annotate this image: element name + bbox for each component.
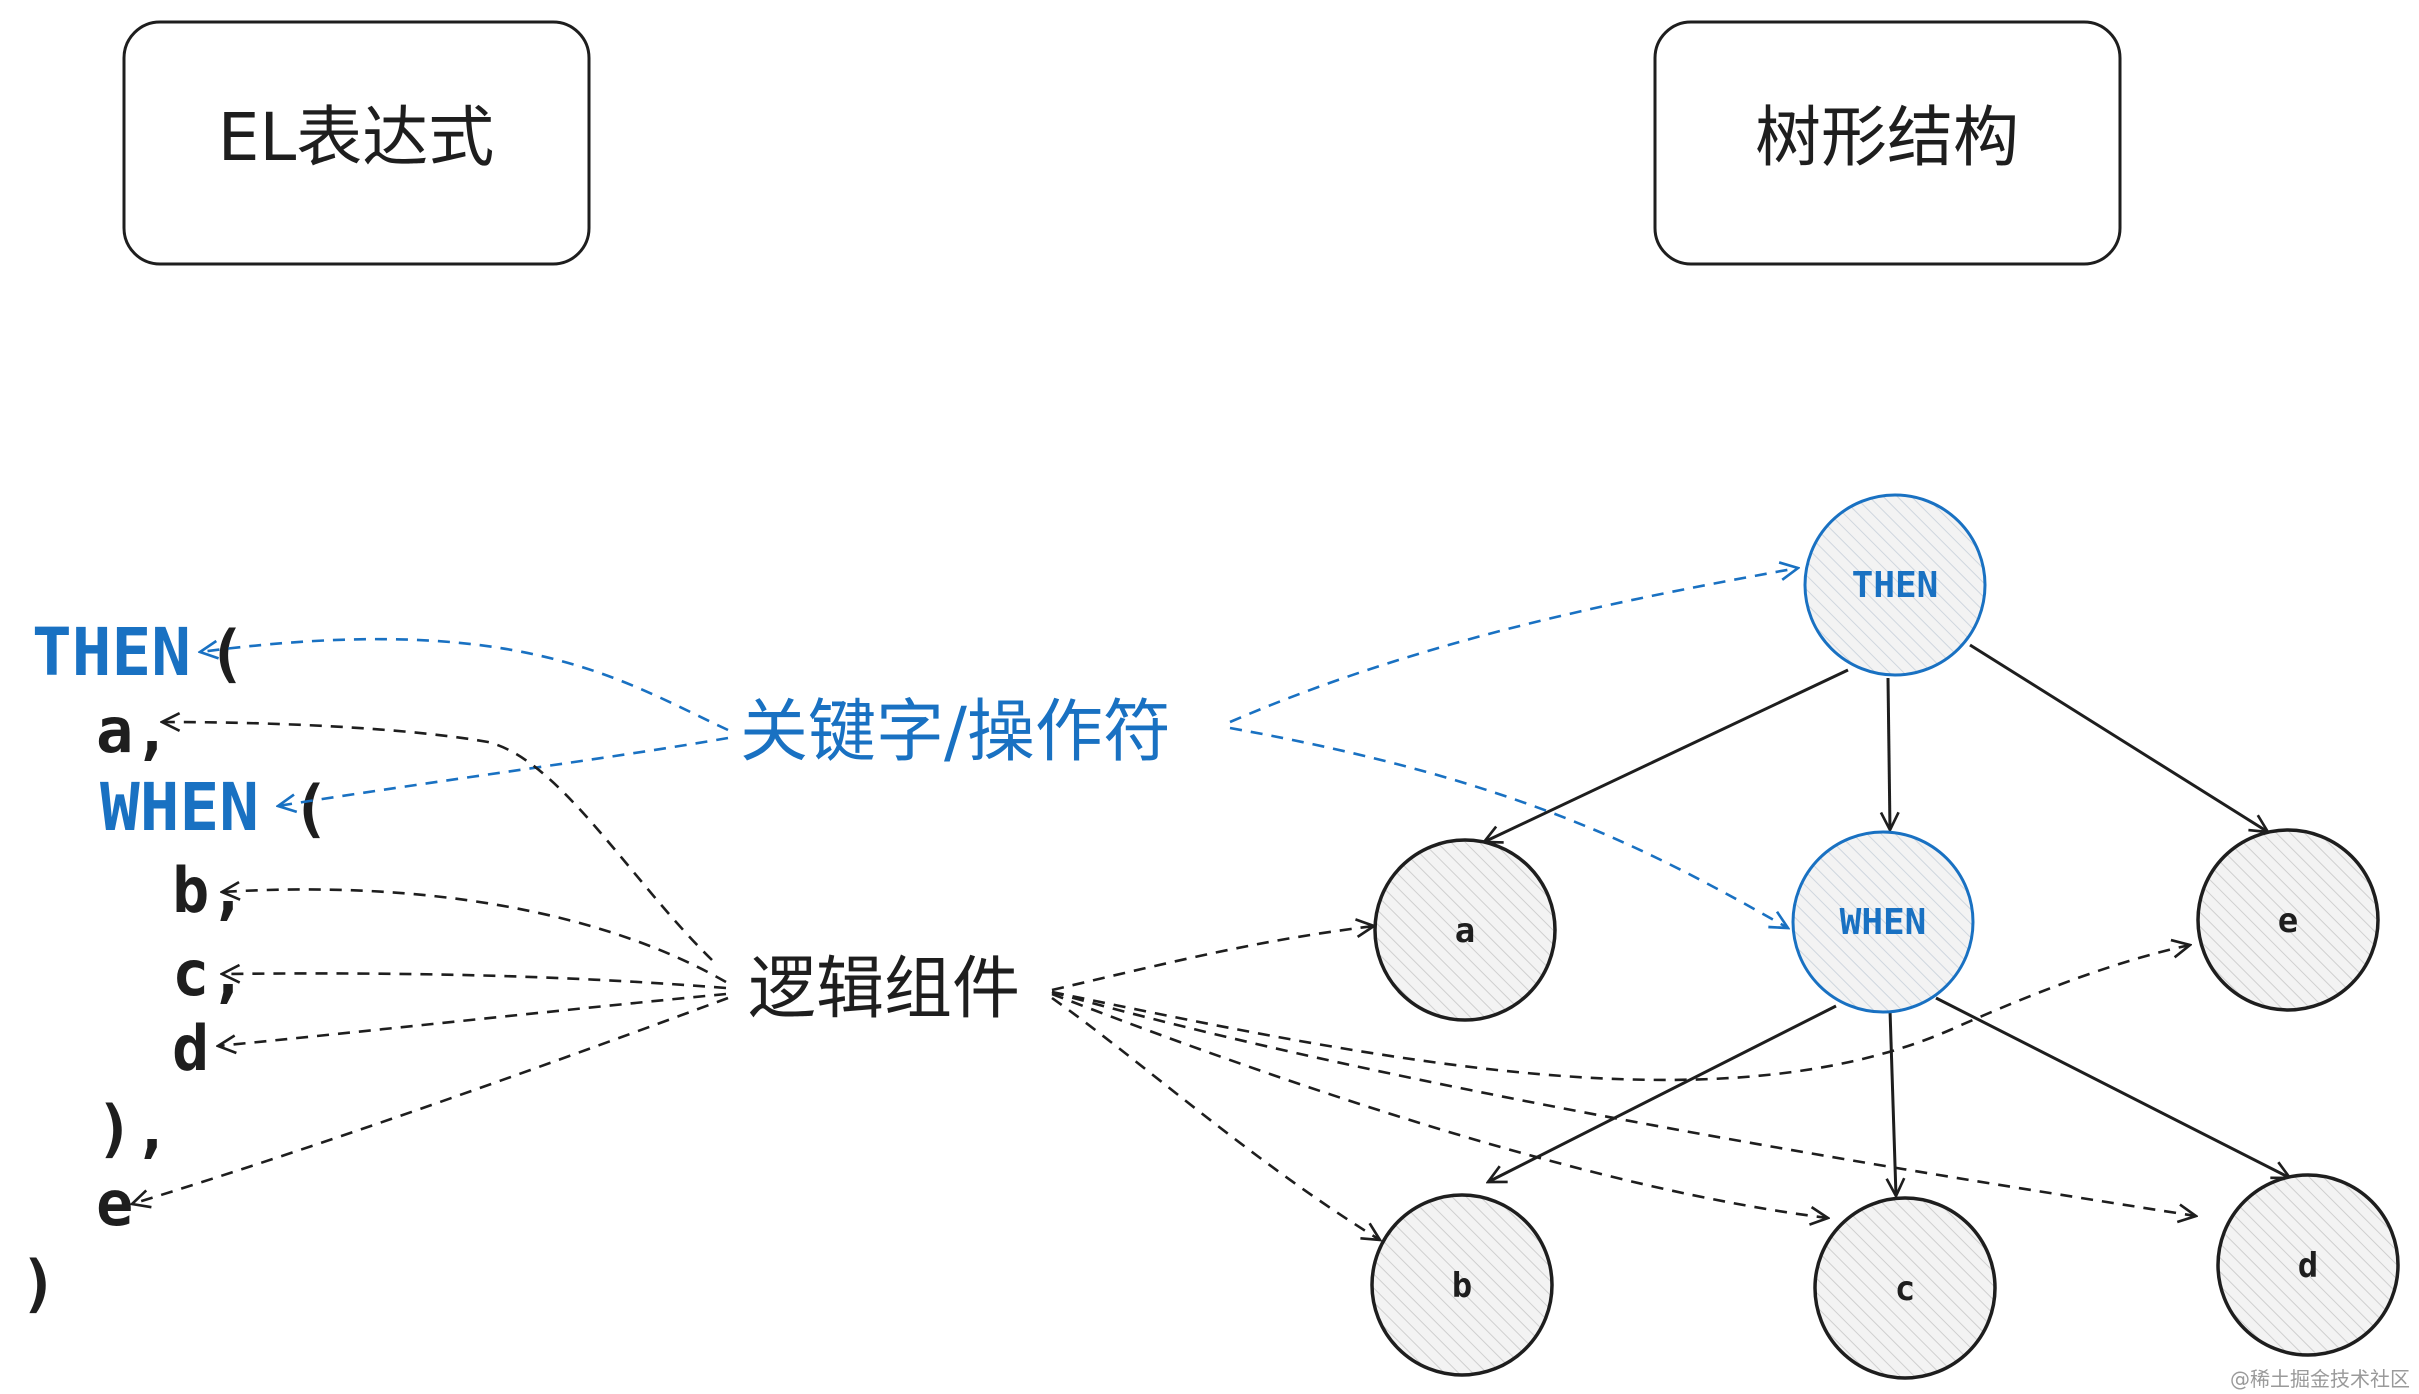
edge-then-to-e <box>1969 643 2268 832</box>
label-keywords-operators: 关键字/操作符 <box>740 693 1171 772</box>
arrow-keyword-to-node-when <box>1229 726 1788 928</box>
edge-when-to-d <box>1935 996 2290 1178</box>
tree-node-then: THEN <box>1803 493 1987 677</box>
arrow-component-to-code-b <box>222 889 727 984</box>
header-tree-structure: 树形结构 <box>1653 20 2122 266</box>
code-when-keyword: WHEN <box>100 769 259 846</box>
code-close-outer: ) <box>20 1247 57 1320</box>
code-then-paren: ( <box>208 617 245 690</box>
label-logic-components: 逻辑组件 <box>748 950 1020 1029</box>
watermark-text: @稀土掘金技术社区 <box>2230 1367 2410 1391</box>
arrow-keyword-to-code-when <box>278 736 729 806</box>
edge-then-to-when <box>1888 677 1890 830</box>
tree-node-b: b <box>1370 1193 1554 1377</box>
arrow-keyword-to-node-then <box>1229 568 1798 724</box>
node-b-circle <box>1370 1193 1554 1377</box>
node-a-circle <box>1373 838 1557 1022</box>
node-d-label: d <box>2298 1246 2318 1286</box>
node-b-label: b <box>1452 1266 1472 1306</box>
arrow-component-to-node-e <box>1051 945 2190 1082</box>
node-e-label: e <box>2278 901 2298 941</box>
node-e-circle <box>2196 828 2380 1012</box>
arrow-component-to-code-e <box>132 996 729 1204</box>
node-when-label: WHEN <box>1840 902 1927 943</box>
code-then-keyword: THEN <box>32 614 191 691</box>
tree-node-when: WHEN <box>1791 830 1975 1014</box>
header-tree-label: 树形结构 <box>1755 99 2019 176</box>
tree-node-c: c <box>1813 1196 1997 1380</box>
node-when-circle <box>1791 830 1975 1014</box>
tree-node-a: a <box>1373 838 1557 1022</box>
header-tree-box <box>1653 20 2122 266</box>
node-c-label: c <box>1895 1269 1915 1309</box>
arrow-component-to-code-a <box>162 722 713 961</box>
edge-then-to-a <box>1484 668 1849 842</box>
arrow-component-to-node-b <box>1051 996 1380 1240</box>
arrow-keyword-to-code-then <box>200 637 729 732</box>
node-then-label: THEN <box>1852 565 1939 606</box>
arrow-component-to-code-d <box>218 992 727 1046</box>
node-then-circle <box>1803 493 1987 677</box>
tree-edges <box>1484 643 2290 1196</box>
keyword-arrows <box>200 568 1798 928</box>
el-code-block: THEN ( a, WHEN ( b, c, d ), e ) <box>20 614 329 1320</box>
component-arrows <box>132 722 2196 1240</box>
edge-when-to-c <box>1890 1009 1896 1196</box>
code-d: d <box>172 1012 209 1085</box>
code-e: e <box>96 1167 133 1240</box>
header-el-box <box>122 20 591 266</box>
node-a-label: a <box>1455 911 1475 951</box>
arrow-component-to-node-c <box>1051 992 1828 1218</box>
node-c-circle <box>1813 1196 1997 1380</box>
edge-when-to-b <box>1488 1004 1837 1184</box>
header-el-label: EL表达式 <box>218 99 494 176</box>
tree-node-d: d <box>2216 1173 2400 1357</box>
code-a: a, <box>96 694 171 767</box>
arrow-component-to-code-c <box>222 973 727 990</box>
code-close-inner: ), <box>96 1092 171 1165</box>
node-d-circle <box>2216 1173 2400 1357</box>
arrow-component-to-node-d <box>1051 990 2196 1216</box>
arrow-component-to-node-a <box>1051 926 1374 992</box>
code-when-paren: ( <box>292 772 329 845</box>
header-el-expression: EL表达式 <box>122 20 591 266</box>
tree-node-e: e <box>2196 828 2380 1012</box>
